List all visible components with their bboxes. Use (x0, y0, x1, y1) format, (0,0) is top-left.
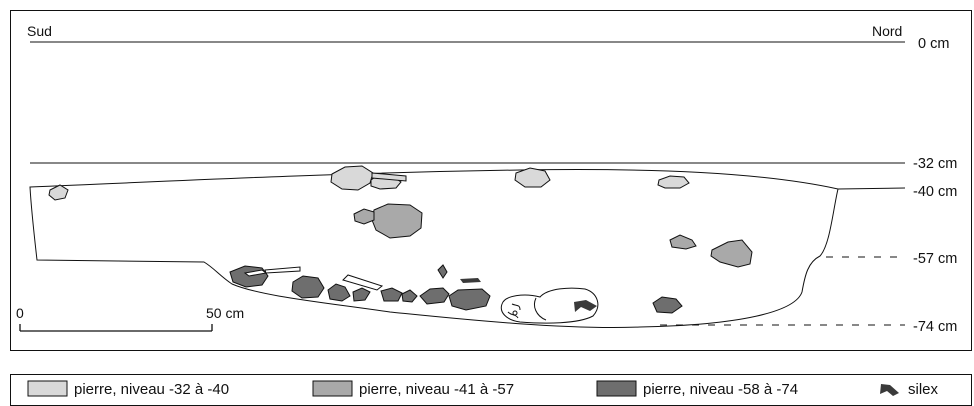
stone-light (48, 184, 69, 201)
legend-label-flint: silex (908, 381, 939, 398)
stone-light (657, 175, 690, 189)
stone-dark (401, 289, 418, 303)
stone-dark (652, 296, 683, 314)
flint-icon (460, 278, 481, 283)
slab (342, 274, 384, 291)
stone-dark (448, 288, 491, 311)
stone-dark (352, 287, 371, 302)
depth-label-32: -32 cm (913, 156, 957, 172)
legend-swatch-mid (312, 380, 353, 397)
bone-detail (512, 310, 518, 316)
stone-light (330, 165, 374, 191)
depth-label-74: -74 cm (913, 319, 957, 335)
legend: pierre, niveau -32 à -40 pierre, niveau … (10, 374, 972, 406)
legend-label-mid: pierre, niveau -41 à -57 (359, 381, 514, 398)
depth-label-40: -40 cm (913, 184, 957, 200)
bone-remains (500, 287, 599, 324)
scale-end-label: 50 cm (206, 305, 244, 321)
stones-level-32-40 (48, 165, 690, 201)
figure-frame (10, 10, 972, 351)
stone-dark (419, 287, 450, 305)
scale-bar: 0 50 cm (16, 305, 244, 332)
flint-icon (880, 384, 899, 396)
stone-dark (380, 287, 403, 302)
flints-in-section (460, 278, 597, 312)
legend-label-light: pierre, niveau -32 à -40 (74, 381, 229, 398)
stone-mid (353, 208, 375, 225)
slab (264, 266, 301, 274)
depth-label-0: 0 cm (918, 36, 949, 52)
stone-light (371, 172, 407, 182)
ground-line-right (837, 187, 906, 190)
stone-mid (710, 239, 753, 268)
stone-dark (327, 283, 351, 302)
flat-slabs (243, 266, 384, 291)
stone-mid (669, 234, 697, 250)
stone-dark (437, 264, 448, 279)
legend-label-dark: pierre, niveau -58 à -74 (643, 381, 798, 398)
flint-icon (574, 300, 597, 312)
bone-outline (500, 287, 599, 324)
scale-start-label: 0 (16, 305, 24, 321)
legend-swatch-dark (596, 380, 637, 397)
stone-mid (371, 203, 423, 239)
bone-detail (533, 297, 547, 321)
legend-swatch-light (27, 380, 68, 397)
stones-level-58-74 (229, 264, 683, 314)
stones-level-41-57 (353, 203, 753, 268)
orientation-south: Sud (27, 23, 52, 39)
stone-light (514, 167, 551, 188)
stone-dark (291, 275, 325, 299)
depth-label-57: -57 cm (913, 251, 957, 267)
orientation-north: Nord (872, 23, 902, 39)
pit-outline (29, 169, 839, 328)
